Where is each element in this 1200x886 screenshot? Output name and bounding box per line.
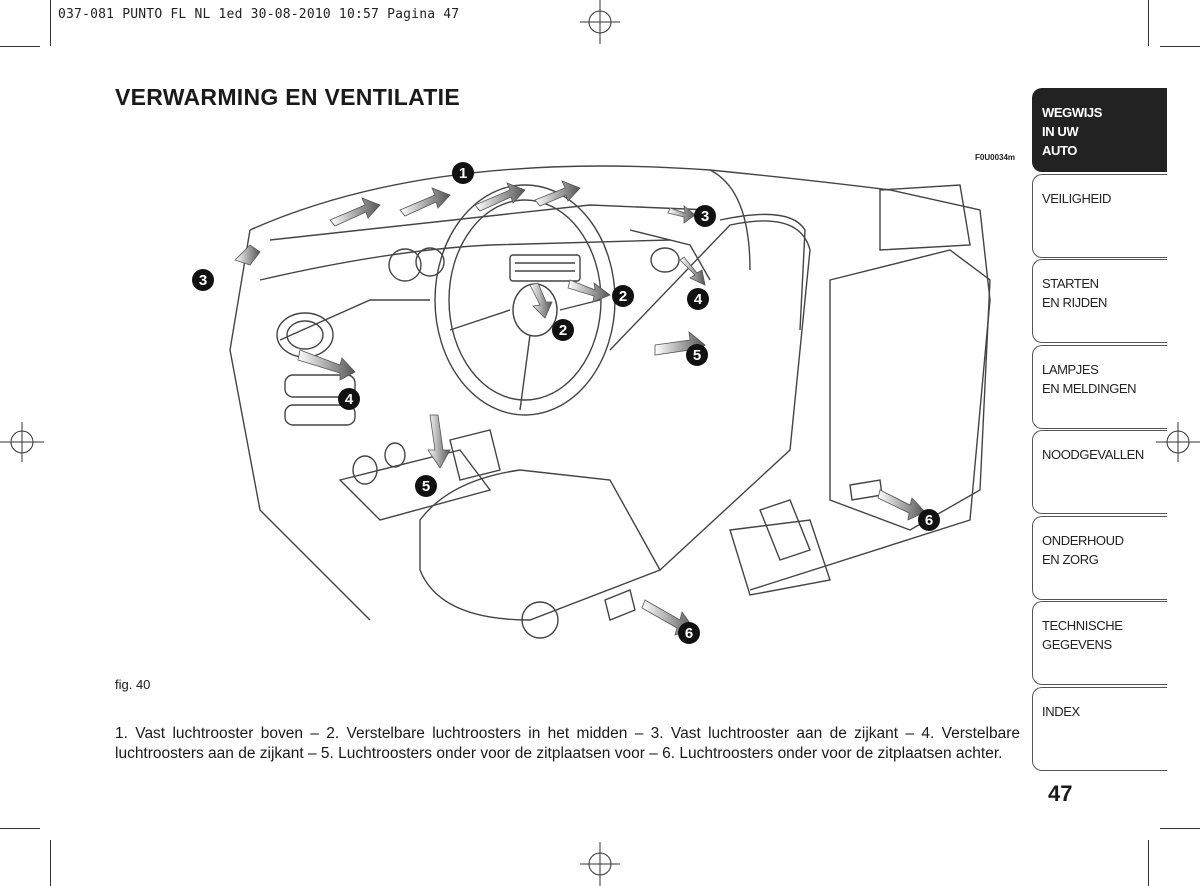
tab-veiligheid[interactable]: VEILIGHEID: [1032, 173, 1167, 258]
page-title: VERWARMING EN VENTILATIE: [115, 84, 460, 110]
car-interior-illustration: 1 2 2 3 3 4 4 5 5 6 6: [192, 162, 991, 644]
figure-code: F0U0034m: [975, 153, 1016, 162]
crop-mark: [50, 840, 51, 886]
callouts: 1 2 2 3 3 4 4 5 5 6 6: [192, 162, 940, 644]
callout-6: 6: [685, 625, 693, 642]
crop-mark: [50, 0, 51, 46]
callout-1: 1: [459, 165, 467, 182]
tab-noodgevallen[interactable]: NOODGEVALLEN: [1032, 430, 1167, 514]
print-header: 037-081 PUNTO FL NL 1ed 30-08-2010 10:57…: [58, 7, 460, 22]
registration-mark-top: [580, 0, 620, 44]
tab-onderhoud[interactable]: ONDERHOUD EN ZORG: [1032, 515, 1167, 600]
callout-4: 4: [345, 391, 354, 408]
figure-caption: 1. Vast luchtrooster boven – 2. Verstelb…: [115, 725, 1020, 762]
crop-mark: [1160, 46, 1200, 47]
callout-5: 5: [422, 478, 430, 495]
crop-mark: [1148, 0, 1149, 46]
callout-3: 3: [199, 272, 207, 289]
figure-label: fig. 40: [115, 677, 151, 692]
crop-mark: [0, 46, 40, 47]
callout-2: 2: [559, 322, 567, 339]
tab-wegwijs[interactable]: WEGWIJS IN UW AUTO: [1032, 88, 1167, 172]
registration-mark-left: [0, 422, 44, 462]
chapter-tabs: WEGWIJS IN UW AUTO VEILIGHEID STARTEN EN…: [1032, 88, 1167, 772]
crop-mark: [0, 828, 40, 829]
callout-3: 3: [701, 208, 709, 225]
callout-5: 5: [693, 347, 701, 364]
callout-2: 2: [619, 288, 627, 305]
callout-4: 4: [694, 291, 703, 308]
tab-technische[interactable]: TECHNISCHE GEGEVENS: [1032, 601, 1167, 685]
tab-starten[interactable]: STARTEN EN RIJDEN: [1032, 259, 1167, 343]
tab-lampjes[interactable]: LAMPJES EN MELDINGEN: [1032, 344, 1167, 429]
page-number: 47: [1048, 781, 1073, 806]
tab-index[interactable]: INDEX: [1032, 686, 1167, 771]
crop-mark: [1148, 840, 1149, 886]
registration-mark-right: [1156, 422, 1200, 462]
crop-mark: [1160, 828, 1200, 829]
callout-6: 6: [925, 512, 933, 529]
registration-mark-bottom: [580, 842, 620, 886]
